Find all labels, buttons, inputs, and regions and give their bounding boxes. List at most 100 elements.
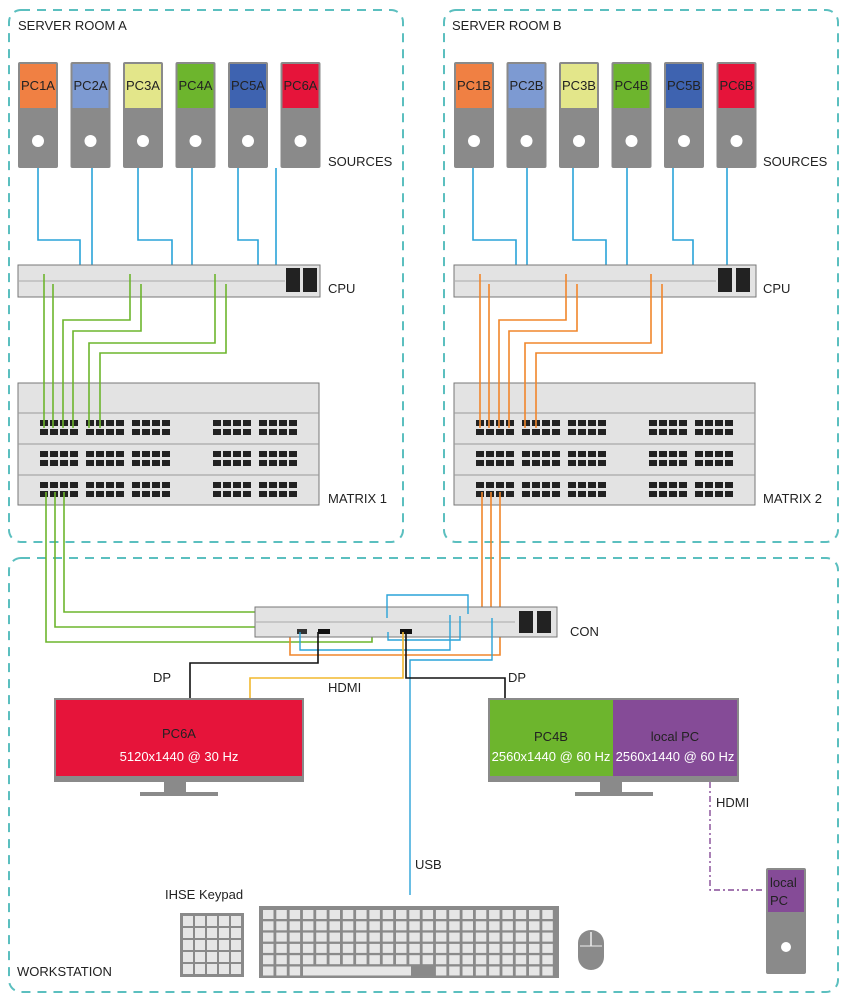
rj45-port — [578, 451, 586, 457]
rj45-port — [506, 482, 514, 488]
rj45-port — [162, 482, 170, 488]
rj45-port — [649, 482, 657, 488]
rj45-port — [233, 451, 241, 457]
rj45-port — [568, 429, 576, 435]
source-pc-tower: PC5A — [228, 62, 268, 168]
monitor-left: PC6A 5120x1440 @ 30 Hz — [54, 698, 304, 796]
rj45-port — [70, 482, 78, 488]
rj45-port — [542, 460, 550, 466]
monitor-right-right-source: local PC — [651, 729, 699, 744]
usb-cables — [299, 594, 493, 895]
rj45-port — [259, 451, 267, 457]
hdmi-label-left: HDMI — [328, 680, 361, 695]
rj45-port — [162, 420, 170, 426]
rj45-port — [289, 451, 297, 457]
rj45-port — [223, 460, 231, 466]
rj45-port — [243, 482, 251, 488]
monitor-right-right-resolution: 2560x1440 @ 60 Hz — [616, 749, 735, 764]
rj45-port — [162, 491, 170, 497]
source-pc-label: PC2B — [510, 78, 544, 93]
rj45-port — [116, 429, 124, 435]
rj45-port — [233, 420, 241, 426]
rj45-port — [162, 429, 170, 435]
rj45-port — [289, 460, 297, 466]
rj45-port — [70, 420, 78, 426]
usb-label: USB — [415, 857, 442, 872]
rj45-port — [106, 482, 114, 488]
source-pc-label: PC6A — [284, 78, 318, 93]
rj45-port — [233, 429, 241, 435]
rj45-port — [152, 491, 160, 497]
rj45-port — [588, 429, 596, 435]
rj45-port — [669, 491, 677, 497]
source-pc-label: PC3A — [126, 78, 160, 93]
rj45-port — [40, 451, 48, 457]
hdmi-label-right: HDMI — [716, 795, 749, 810]
rj45-port — [679, 460, 687, 466]
rj45-port — [568, 491, 576, 497]
con-label: CON — [570, 624, 599, 639]
rj45-port — [243, 429, 251, 435]
rj45-port — [588, 451, 596, 457]
rj45-port — [552, 420, 560, 426]
rj45-port — [532, 482, 540, 488]
sources-label-a: SOURCES — [328, 154, 393, 169]
rj45-port — [142, 460, 150, 466]
rj45-port — [649, 420, 657, 426]
rj45-port — [116, 460, 124, 466]
rj45-port — [213, 460, 221, 466]
rj45-port — [132, 460, 140, 466]
rj45-port — [152, 420, 160, 426]
rj45-port — [588, 491, 596, 497]
rj45-port — [213, 420, 221, 426]
rj45-port — [96, 451, 104, 457]
rj45-port — [522, 420, 530, 426]
hdmi-cable-local-pc — [709, 782, 765, 891]
local-pc-tower: local PC — [766, 868, 806, 974]
monitor-left-resolution: 5120x1440 @ 30 Hz — [120, 749, 239, 764]
rj45-port — [162, 460, 170, 466]
rj45-port — [522, 460, 530, 466]
source-pc-tower: PC2A — [70, 62, 111, 168]
rj45-port — [60, 451, 68, 457]
rj45-port — [132, 420, 140, 426]
source-pc-label: PC5A — [231, 78, 265, 93]
rj45-port — [669, 429, 677, 435]
rj45-port — [578, 460, 586, 466]
rj45-port — [142, 491, 150, 497]
rj45-port — [243, 451, 251, 457]
rj45-port — [86, 460, 94, 466]
rj45-port — [542, 451, 550, 457]
rj45-port — [725, 429, 733, 435]
rj45-port — [86, 451, 94, 457]
zone-label-room-b: SERVER ROOM B — [452, 18, 562, 33]
rj45-port — [659, 451, 667, 457]
rj45-port — [279, 451, 287, 457]
rj45-port — [598, 420, 606, 426]
rj45-port — [659, 420, 667, 426]
zone-label-room-a: SERVER ROOM A — [18, 18, 127, 33]
rj45-port — [705, 429, 713, 435]
source-pc-tower: PC4A — [175, 62, 216, 168]
rj45-port — [496, 429, 504, 435]
link-cables-room-a — [43, 274, 227, 428]
rj45-port — [649, 429, 657, 435]
rj45-port — [486, 420, 494, 426]
keypad-label: IHSE Keypad — [165, 887, 243, 902]
rj45-port — [223, 491, 231, 497]
rj45-port — [695, 482, 703, 488]
dp-label-left: DP — [153, 670, 171, 685]
rj45-port — [588, 460, 596, 466]
cpu-label-b: CPU — [763, 281, 790, 296]
monitor-left-source: PC6A — [162, 726, 196, 741]
con-unit — [254, 606, 558, 638]
rj45-port — [223, 482, 231, 488]
rj45-port — [70, 451, 78, 457]
rj45-port — [213, 429, 221, 435]
rj45-port — [243, 460, 251, 466]
rj45-port — [649, 491, 657, 497]
ihse-keypad — [180, 913, 244, 977]
rj45-port — [233, 482, 241, 488]
